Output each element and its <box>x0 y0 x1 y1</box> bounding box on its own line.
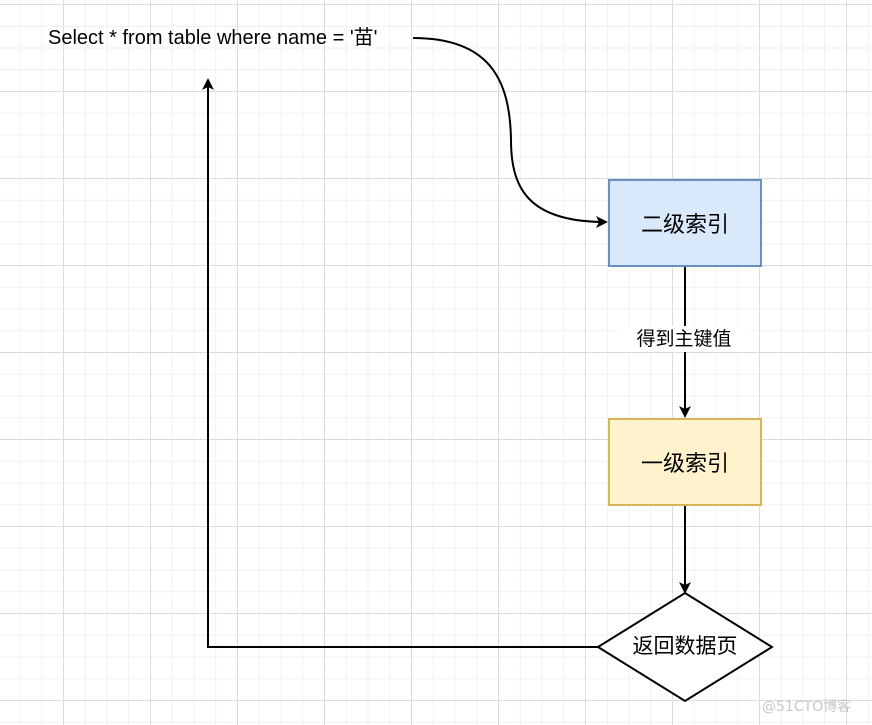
primary-index-node[interactable]: 一级索引 <box>608 418 762 506</box>
watermark: @51CTO博客 <box>762 699 852 715</box>
secondary-index-node[interactable]: 二级索引 <box>608 179 762 267</box>
edge-return-to-query <box>202 78 598 648</box>
sql-query-text[interactable]: Select * from table where name = '苗' <box>48 27 378 49</box>
primary-index-label: 一级索引 <box>640 452 729 477</box>
secondary-index-label: 二级索引 <box>640 213 729 238</box>
edge-label-get-primary-key: 得到主键值 <box>618 326 750 352</box>
curved-edge-query-to-secondary <box>412 37 608 228</box>
decision-diamond[interactable] <box>596 591 774 703</box>
return-page-label: 返回数据页 <box>632 634 738 658</box>
